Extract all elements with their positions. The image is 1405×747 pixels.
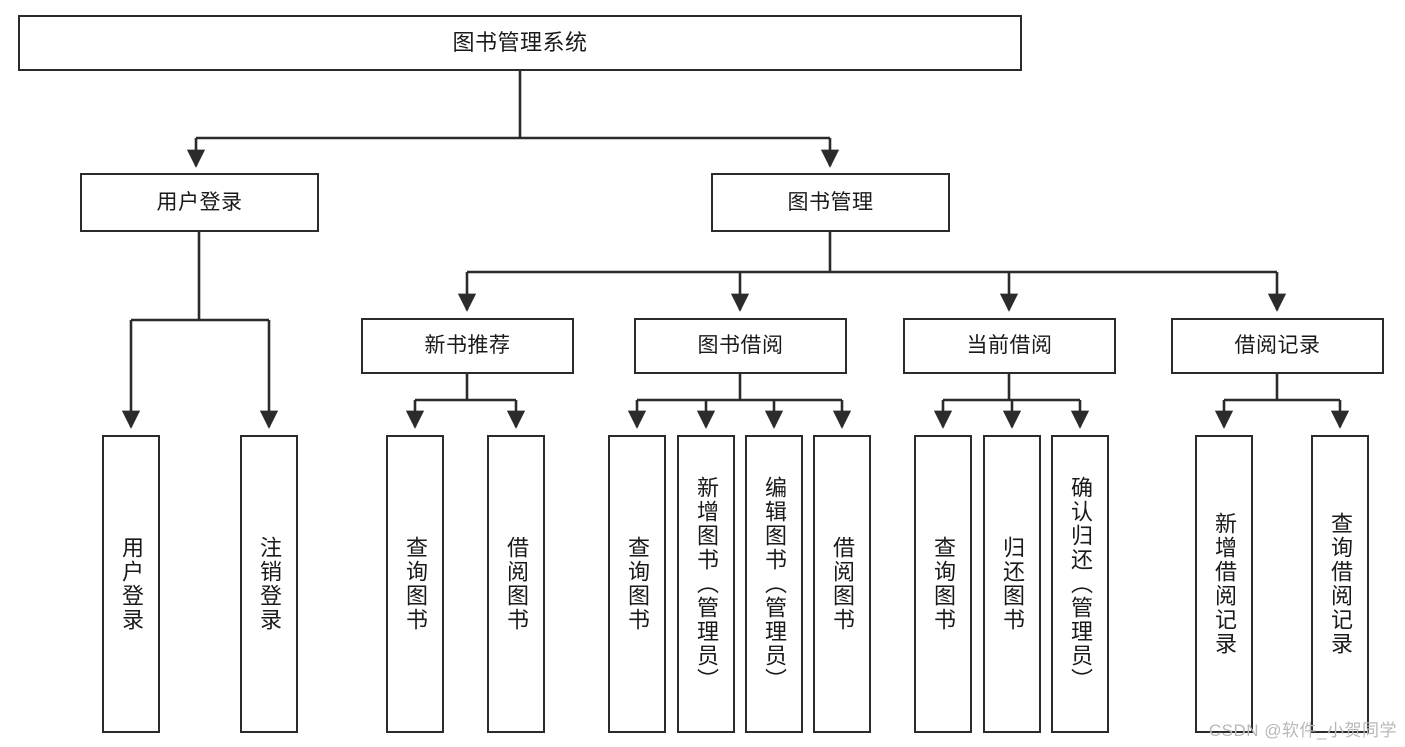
leaf-record-add-borrow-record[interactable]: 新增借阅记录 xyxy=(1195,435,1253,733)
leaf-recommend-borrow-book[interactable]: 借阅图书 xyxy=(487,435,545,733)
node-label: 确认归还（管理员） xyxy=(1067,476,1093,692)
leaf-borrow-add-book-admin[interactable]: 新增图书（管理员） xyxy=(677,435,735,733)
node-label: 新增图书（管理员） xyxy=(693,476,719,692)
node-label: 借阅记录 xyxy=(1234,334,1321,358)
node-label: 图书管理 xyxy=(787,190,874,214)
leaf-borrow-borrow-book[interactable]: 借阅图书 xyxy=(813,435,871,733)
node-label: 归还图书 xyxy=(999,536,1025,632)
node-label: 新增借阅记录 xyxy=(1211,512,1237,656)
csdn-watermark: CSDN @软件_小贺同学 xyxy=(1208,721,1397,740)
node-user-login[interactable]: 用户登录 xyxy=(80,173,319,232)
node-label: 新书推荐 xyxy=(424,334,511,358)
node-label: 查询图书 xyxy=(624,536,650,632)
node-label: 图书借阅 xyxy=(697,334,784,358)
leaf-record-query-borrow-record[interactable]: 查询借阅记录 xyxy=(1311,435,1369,733)
node-label: 当前借阅 xyxy=(966,334,1053,358)
node-current-borrow[interactable]: 当前借阅 xyxy=(903,318,1116,374)
node-book-borrow[interactable]: 图书借阅 xyxy=(634,318,847,374)
leaf-current-return-book[interactable]: 归还图书 xyxy=(983,435,1041,733)
node-label: 查询图书 xyxy=(402,536,428,632)
node-book-management[interactable]: 图书管理 xyxy=(711,173,950,232)
node-new-book-recommendation[interactable]: 新书推荐 xyxy=(361,318,574,374)
leaf-user-logout[interactable]: 注销登录 xyxy=(240,435,298,733)
leaf-current-confirm-return-admin[interactable]: 确认归还（管理员） xyxy=(1051,435,1109,733)
node-label: 查询借阅记录 xyxy=(1327,512,1353,656)
leaf-recommend-query-book[interactable]: 查询图书 xyxy=(386,435,444,733)
node-label: 注销登录 xyxy=(256,536,282,632)
node-root-book-management-system[interactable]: 图书管理系统 xyxy=(18,15,1022,71)
node-label: 编辑图书（管理员） xyxy=(761,476,787,692)
node-label: 用户登录 xyxy=(156,190,243,214)
leaf-borrow-edit-book-admin[interactable]: 编辑图书（管理员） xyxy=(745,435,803,733)
node-borrow-record[interactable]: 借阅记录 xyxy=(1171,318,1384,374)
node-label: 图书管理系统 xyxy=(452,29,588,55)
node-label: 借阅图书 xyxy=(829,536,855,632)
leaf-user-login[interactable]: 用户登录 xyxy=(102,435,160,733)
node-label: 用户登录 xyxy=(118,536,144,632)
node-label: 借阅图书 xyxy=(503,536,529,632)
leaf-borrow-query-book[interactable]: 查询图书 xyxy=(608,435,666,733)
leaf-current-query-book[interactable]: 查询图书 xyxy=(914,435,972,733)
node-label: 查询图书 xyxy=(930,536,956,632)
